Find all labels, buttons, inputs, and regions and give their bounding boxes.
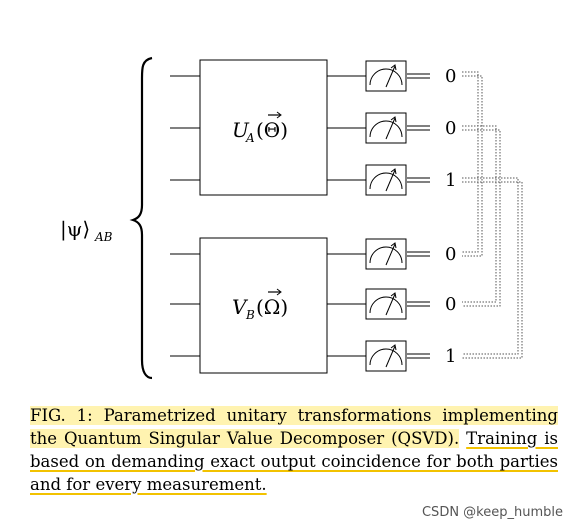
- measurement-meter-icon: [365, 340, 407, 372]
- caption-underlined: Training is based on demanding exact out…: [30, 429, 558, 494]
- classical-wires: [407, 73, 430, 359]
- output-value-1: 0: [445, 66, 456, 87]
- circuit-diagram: |ψ⟩ AB U A (Θ) V B (Ω): [60, 56, 523, 380]
- watermark: CSDN @keep_humble: [421, 505, 563, 520]
- output-wires: [327, 75, 366, 357]
- unitary-box-b: [199, 237, 328, 374]
- measurement-meter-icon: [365, 60, 407, 92]
- output-value-6: 1: [445, 346, 456, 367]
- unitary-b-sub: B: [245, 308, 255, 322]
- coincidence-connectors: [462, 71, 523, 359]
- unitary-b-arg: (Ω): [256, 295, 288, 319]
- measurement-meter-icon: [365, 112, 407, 144]
- figure-caption: FIG. 1: Parametrized unitary transformat…: [30, 404, 558, 496]
- measurement-meter-icon: [365, 164, 407, 196]
- output-value-5: 0: [445, 294, 456, 315]
- measurement-meters: [365, 60, 407, 372]
- left-brace: [129, 56, 153, 380]
- state-subscript: AB: [94, 230, 113, 244]
- state-label: |ψ⟩: [60, 217, 90, 242]
- measurement-meter-icon: [365, 238, 407, 270]
- unitary-a-label: U: [232, 118, 250, 142]
- unitary-b-label: V: [232, 295, 249, 319]
- unitary-a-sub: A: [245, 131, 255, 145]
- unitary-box-a: [199, 59, 328, 196]
- output-value-3: 1: [445, 170, 456, 191]
- input-wires: [170, 75, 200, 357]
- measurement-meter-icon: [365, 288, 407, 320]
- output-value-4: 0: [445, 244, 456, 265]
- unitary-a-arg: (Θ): [256, 118, 288, 142]
- output-value-2: 0: [445, 118, 456, 139]
